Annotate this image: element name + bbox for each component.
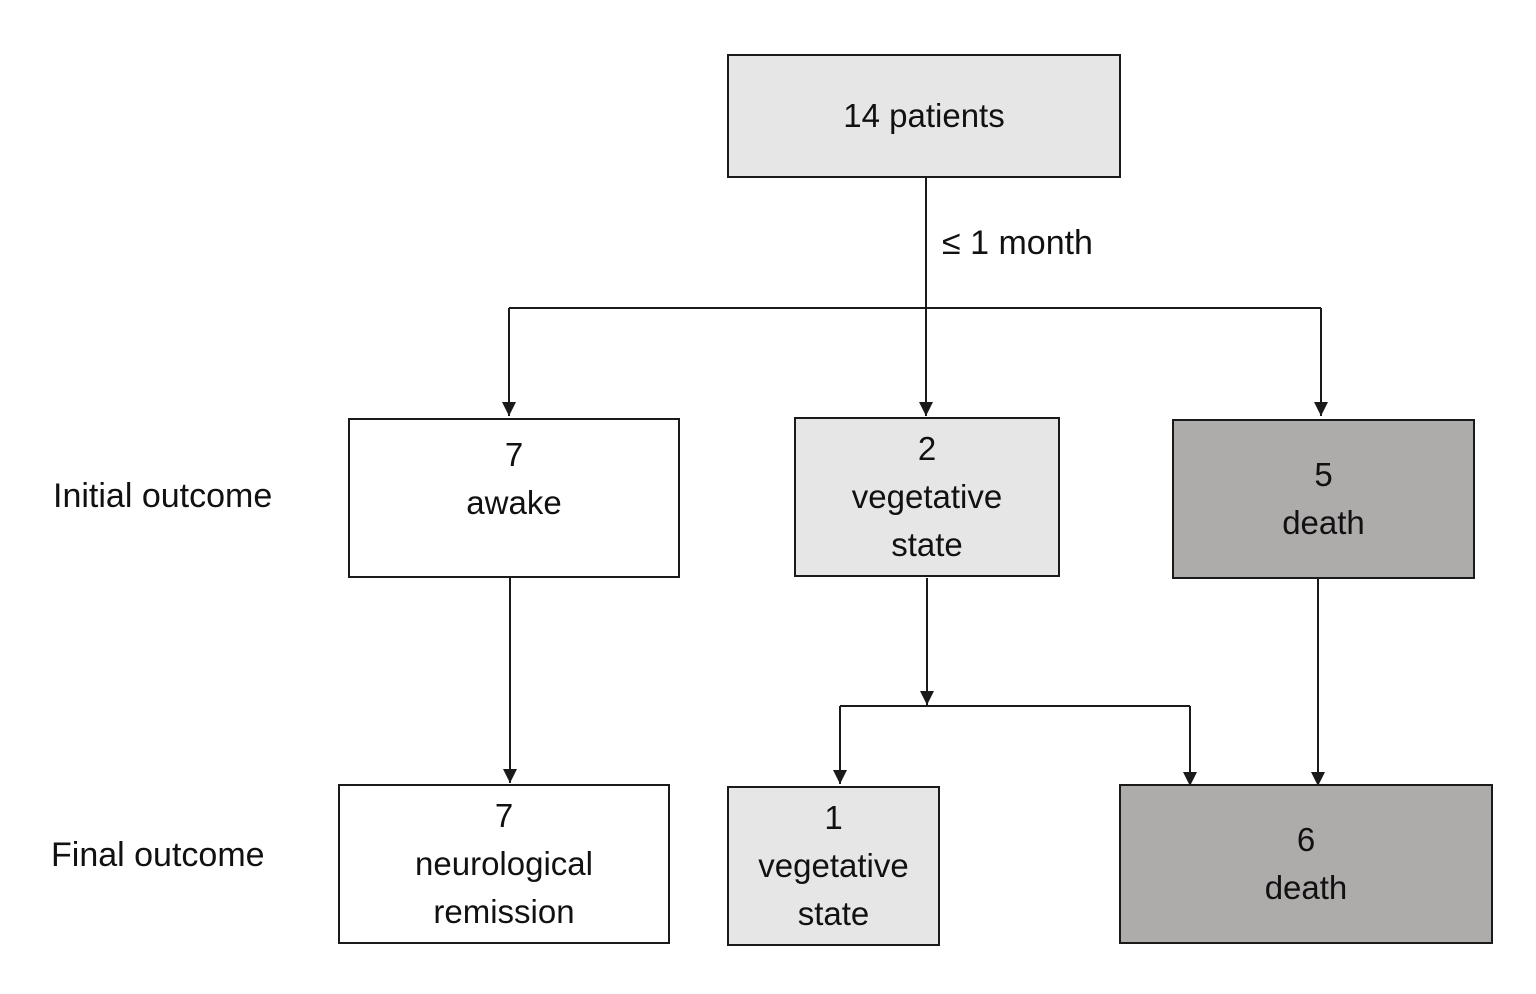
initial-death-count: 5 bbox=[1314, 456, 1333, 493]
final-remission-label-line1: neurological bbox=[415, 845, 593, 882]
final-remission-count: 7 bbox=[494, 797, 514, 834]
initial-awake-label: awake bbox=[466, 484, 562, 521]
final-vegetative-count: 1 bbox=[824, 799, 843, 836]
initial-awake-box: 7 awake bbox=[348, 418, 680, 578]
final-vegetative-label-line2: state bbox=[797, 895, 870, 932]
interval-label: ≤ 1 month bbox=[942, 224, 1093, 262]
initial-vegetative-label-line1: vegetative bbox=[851, 478, 1003, 515]
final-vegetative-label-line1: vegetative bbox=[758, 847, 909, 884]
final-remission-box: 7 neurological remission bbox=[338, 784, 670, 944]
initial-death-label: death bbox=[1282, 504, 1365, 541]
initial-awake-count: 7 bbox=[504, 436, 524, 473]
final-death-label: death bbox=[1264, 869, 1348, 906]
initial-vegetative-count: 2 bbox=[917, 430, 937, 467]
final-remission-label-line2: remission bbox=[433, 893, 575, 930]
initial-outcome-label: Initial outcome bbox=[53, 477, 273, 515]
start-box-text: 14 patients bbox=[843, 97, 1005, 134]
start-box: 14 patients bbox=[727, 54, 1121, 178]
initial-death-box: 5 death bbox=[1172, 419, 1475, 579]
final-death-count: 6 bbox=[1296, 821, 1316, 858]
final-death-box: 6 death bbox=[1119, 784, 1493, 944]
final-outcome-label: Final outcome bbox=[51, 836, 265, 874]
initial-vegetative-label-line2: state bbox=[891, 526, 963, 563]
final-vegetative-box: 1 vegetative state bbox=[727, 786, 940, 946]
initial-vegetative-box: 2 vegetative state bbox=[794, 417, 1060, 577]
